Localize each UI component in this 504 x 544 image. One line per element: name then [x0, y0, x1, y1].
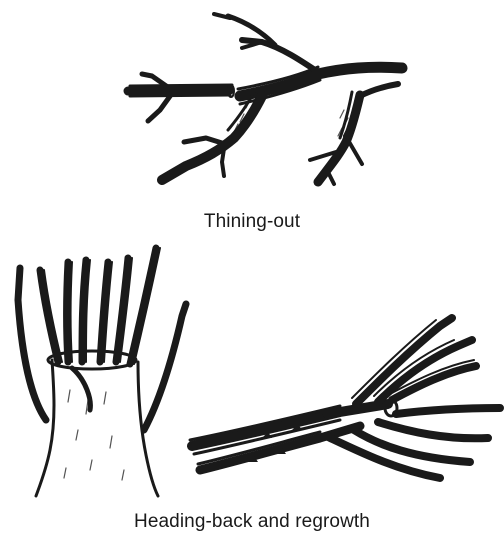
heading-back-caption: Heading-back and regrowth: [0, 511, 504, 533]
